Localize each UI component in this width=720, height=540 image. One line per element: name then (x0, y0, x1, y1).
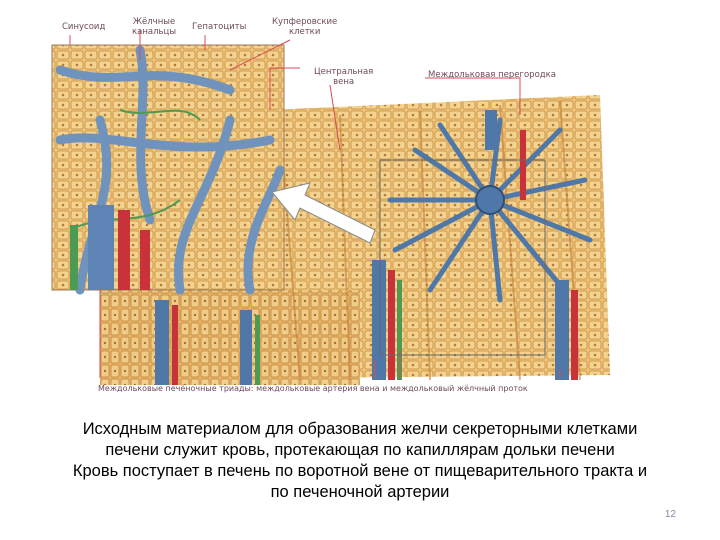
central-vein-shape (475, 185, 505, 215)
label-kupffer-cells: Купферовские клетки (272, 17, 338, 37)
leader-lines (69, 30, 561, 378)
page-number: 12 (664, 509, 676, 520)
liver-lobule-illustration (51, 30, 610, 385)
label-interlobular-triads: Междольковые печёночные триады: междольк… (98, 384, 528, 393)
interlobular-vessels (155, 110, 578, 385)
label-bile-ducts: Жёлчные канальцы (132, 17, 177, 37)
label-interlobular-septum: Междольковая перегородка (428, 70, 557, 80)
caption-line: по печеночной артерии (270, 483, 450, 501)
zoom-frame (379, 159, 546, 356)
label-central-vein: Центральная вена (314, 67, 374, 87)
caption: Исходным материалом для образования желч… (30, 419, 690, 503)
magnify-arrow-icon (271, 182, 376, 244)
caption-line: печени служит кровь, протекающая по капи… (105, 441, 615, 459)
label-sinusoid: Синусоид (62, 22, 106, 32)
inset-magnified-view (51, 44, 285, 295)
central-vein-sinusoids (387, 117, 593, 303)
label-hepatocytes: Гепатоциты (192, 22, 247, 32)
caption-line: Исходным материалом для образования желч… (82, 420, 638, 438)
caption-line: Кровь поступает в печень по воротной вен… (72, 462, 648, 480)
